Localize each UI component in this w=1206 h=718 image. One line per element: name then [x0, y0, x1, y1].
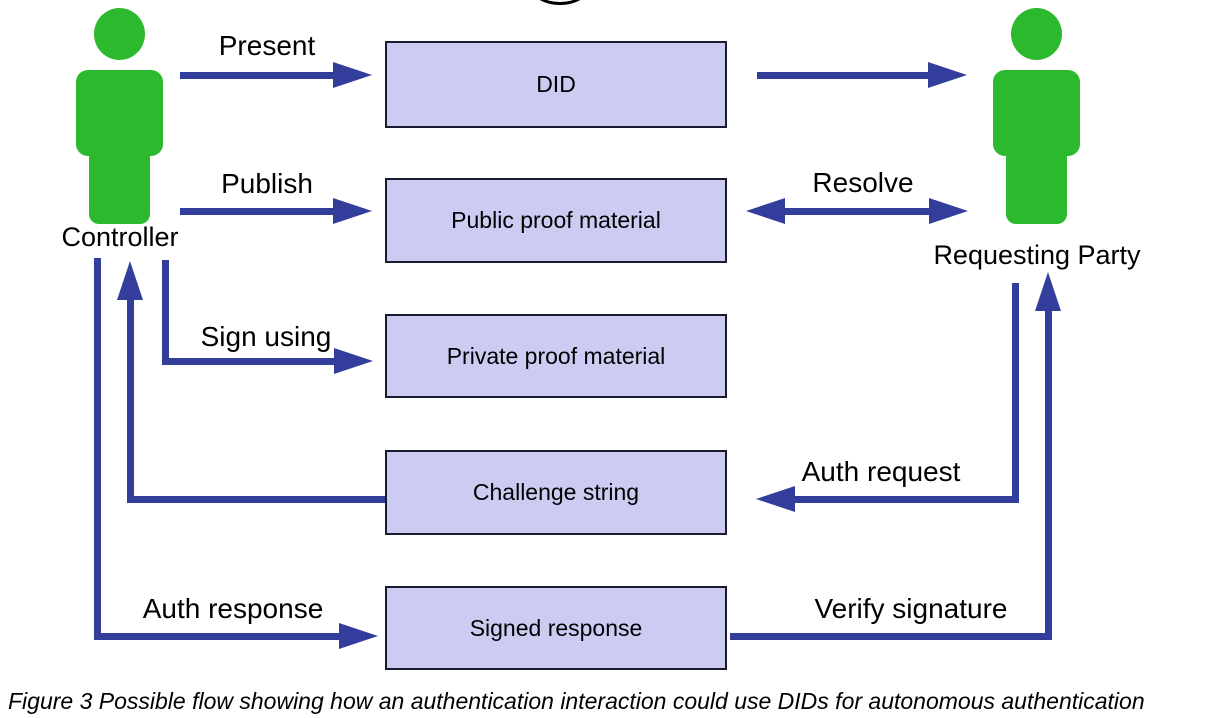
person-legs	[89, 148, 150, 224]
arrowhead-up-icon	[117, 261, 143, 300]
arrow-line	[162, 260, 169, 365]
arrow-line	[757, 72, 928, 79]
arrowhead-right-icon	[929, 198, 968, 224]
arrow-line	[180, 72, 333, 79]
arrow-line	[162, 358, 334, 365]
arrow-line	[94, 633, 339, 640]
top-partial-ellipse	[527, 0, 593, 5]
signed-response-box: Signed response	[385, 586, 727, 670]
arrowhead-right-icon	[333, 198, 372, 224]
arrowhead-right-icon	[333, 62, 372, 88]
arrowhead-right-icon	[339, 623, 378, 649]
publish-arrow-label: Publish	[221, 168, 313, 199]
person-head	[1011, 8, 1062, 60]
challenge-string-label: Challenge string	[472, 479, 640, 505]
resolve-arrow-label: Resolve	[812, 167, 914, 198]
private-proof-material-box: Private proof material	[385, 314, 727, 398]
arrow-line	[795, 496, 1019, 503]
auth-response-arrow-label: Auth response	[142, 593, 324, 624]
challenge-string-box: Challenge string	[385, 450, 727, 535]
controller-label: Controller	[61, 222, 179, 252]
arrowhead-left-icon	[756, 486, 795, 512]
arrow-line	[785, 208, 929, 215]
requesting-party-person-icon	[993, 8, 1080, 224]
sign-using-arrow-label: Sign using	[200, 321, 332, 352]
verify-signature-arrow-label: Verify signature	[814, 593, 1008, 624]
person-torso	[993, 70, 1080, 156]
signed-response-label: Signed response	[469, 614, 643, 641]
arrow-line	[127, 299, 134, 503]
auth-request-arrow-label: Auth request	[801, 456, 961, 487]
did-box: DID	[385, 41, 727, 128]
arrowhead-right-icon	[928, 62, 967, 88]
did-box-label: DID	[536, 71, 576, 97]
public-proof-material-box: Public proof material	[385, 178, 727, 263]
figure-caption: Figure 3 Possible flow showing how an au…	[8, 688, 1145, 714]
arrow-line	[127, 496, 385, 503]
arrow-line	[94, 258, 101, 640]
present-arrow-label: Present	[218, 30, 316, 61]
public-proof-material-label: Public proof material	[451, 207, 661, 233]
controller-person-icon	[76, 8, 163, 224]
person-legs	[1006, 148, 1067, 224]
private-proof-material-label: Private proof material	[446, 342, 666, 369]
arrowhead-left-icon	[746, 198, 785, 224]
person-torso	[76, 70, 163, 156]
arrowhead-right-icon	[334, 348, 373, 374]
arrow-line	[1012, 283, 1019, 503]
arrow-line	[730, 633, 1052, 640]
arrowhead-up-icon	[1035, 272, 1061, 311]
person-head	[94, 8, 145, 60]
arrow-line	[180, 208, 333, 215]
requesting-party-label: Requesting Party	[933, 240, 1141, 270]
arrow-line	[1045, 310, 1052, 640]
